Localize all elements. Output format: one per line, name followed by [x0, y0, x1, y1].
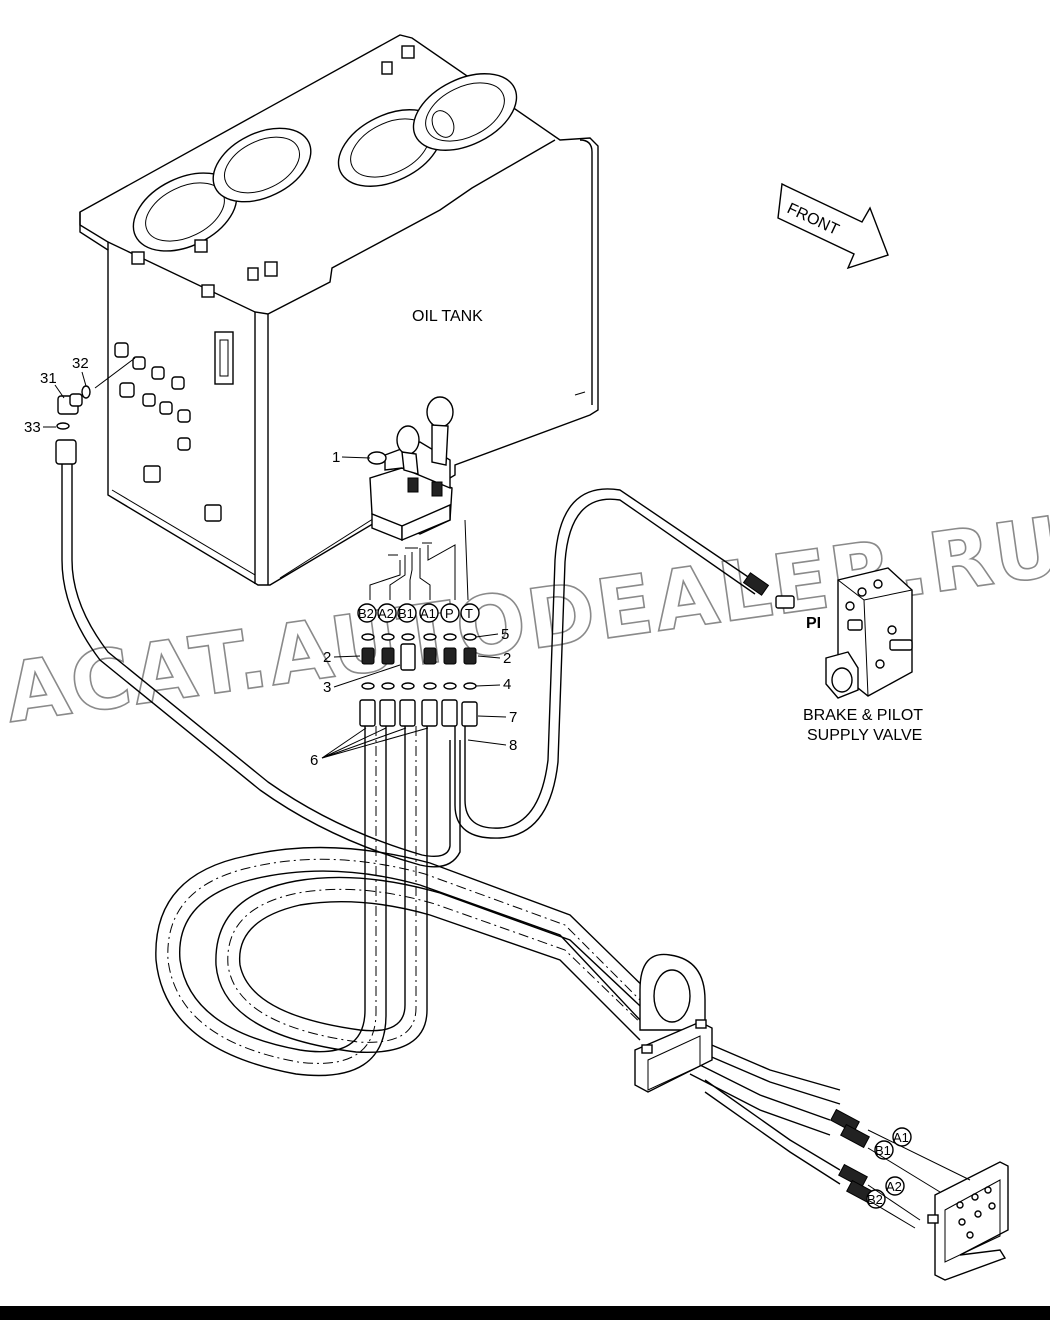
- front-arrow-icon: FRONT: [777, 182, 889, 270]
- port-a2: A2: [378, 606, 394, 621]
- adapters-row: [361, 643, 477, 671]
- pilot-control-valve: [367, 396, 454, 542]
- valve-label-line2: SUPPLY VALVE: [807, 727, 922, 744]
- port-labels: B2 A2 B1 A1 P T: [357, 603, 480, 623]
- port-a1: A1: [420, 606, 436, 621]
- front-label: FRONT: [784, 200, 841, 239]
- port-b1: B1: [398, 606, 414, 621]
- hoses: [55, 439, 841, 1185]
- o-rings-upper: [361, 633, 477, 641]
- elbow-fitting: [56, 357, 136, 430]
- pi-label: PI: [806, 615, 821, 632]
- port-routing: [369, 519, 469, 601]
- o-rings-lower: [361, 682, 477, 690]
- port-b2: B2: [358, 606, 374, 621]
- port-t: T: [465, 606, 473, 621]
- callout-6: 6: [310, 752, 318, 769]
- callout-4: 4: [503, 676, 511, 693]
- end-port-b1: B1: [875, 1143, 891, 1158]
- callout-2-right: 2: [503, 650, 511, 667]
- callout-32: 32: [72, 355, 89, 372]
- callout-5: 5: [501, 626, 509, 643]
- callout-3: 3: [323, 679, 331, 696]
- callout-2-left: 2: [323, 649, 331, 666]
- oil-tank: OIL TANK: [79, 34, 599, 586]
- end-fittings: A1 B1 A2 B2: [830, 1108, 971, 1229]
- brake-pilot-supply-valve: PI BRAKE & PILOT SUPPLY VALVE: [775, 567, 923, 744]
- end-port-a1: A1: [893, 1130, 909, 1145]
- callout-8: 8: [509, 737, 517, 754]
- callout-7: 7: [509, 709, 517, 726]
- callout-1: 1: [332, 449, 340, 466]
- mounting-bracket: [927, 1161, 1009, 1281]
- callout-31: 31: [40, 370, 57, 387]
- end-port-a2: A2: [886, 1179, 902, 1194]
- valve-label-line1: BRAKE & PILOT: [803, 707, 923, 724]
- end-port-b2: B2: [867, 1192, 883, 1207]
- port-p: P: [445, 606, 454, 621]
- oil-tank-label: OIL TANK: [412, 308, 483, 325]
- hose-clamp: [634, 953, 713, 1093]
- callout-33: 33: [24, 419, 41, 436]
- hose-end-fittings: [359, 699, 478, 727]
- callouts: 1 2 2 3 4 5 6 7 8 31 32 33: [24, 355, 517, 769]
- bottom-rule: [0, 1306, 1050, 1320]
